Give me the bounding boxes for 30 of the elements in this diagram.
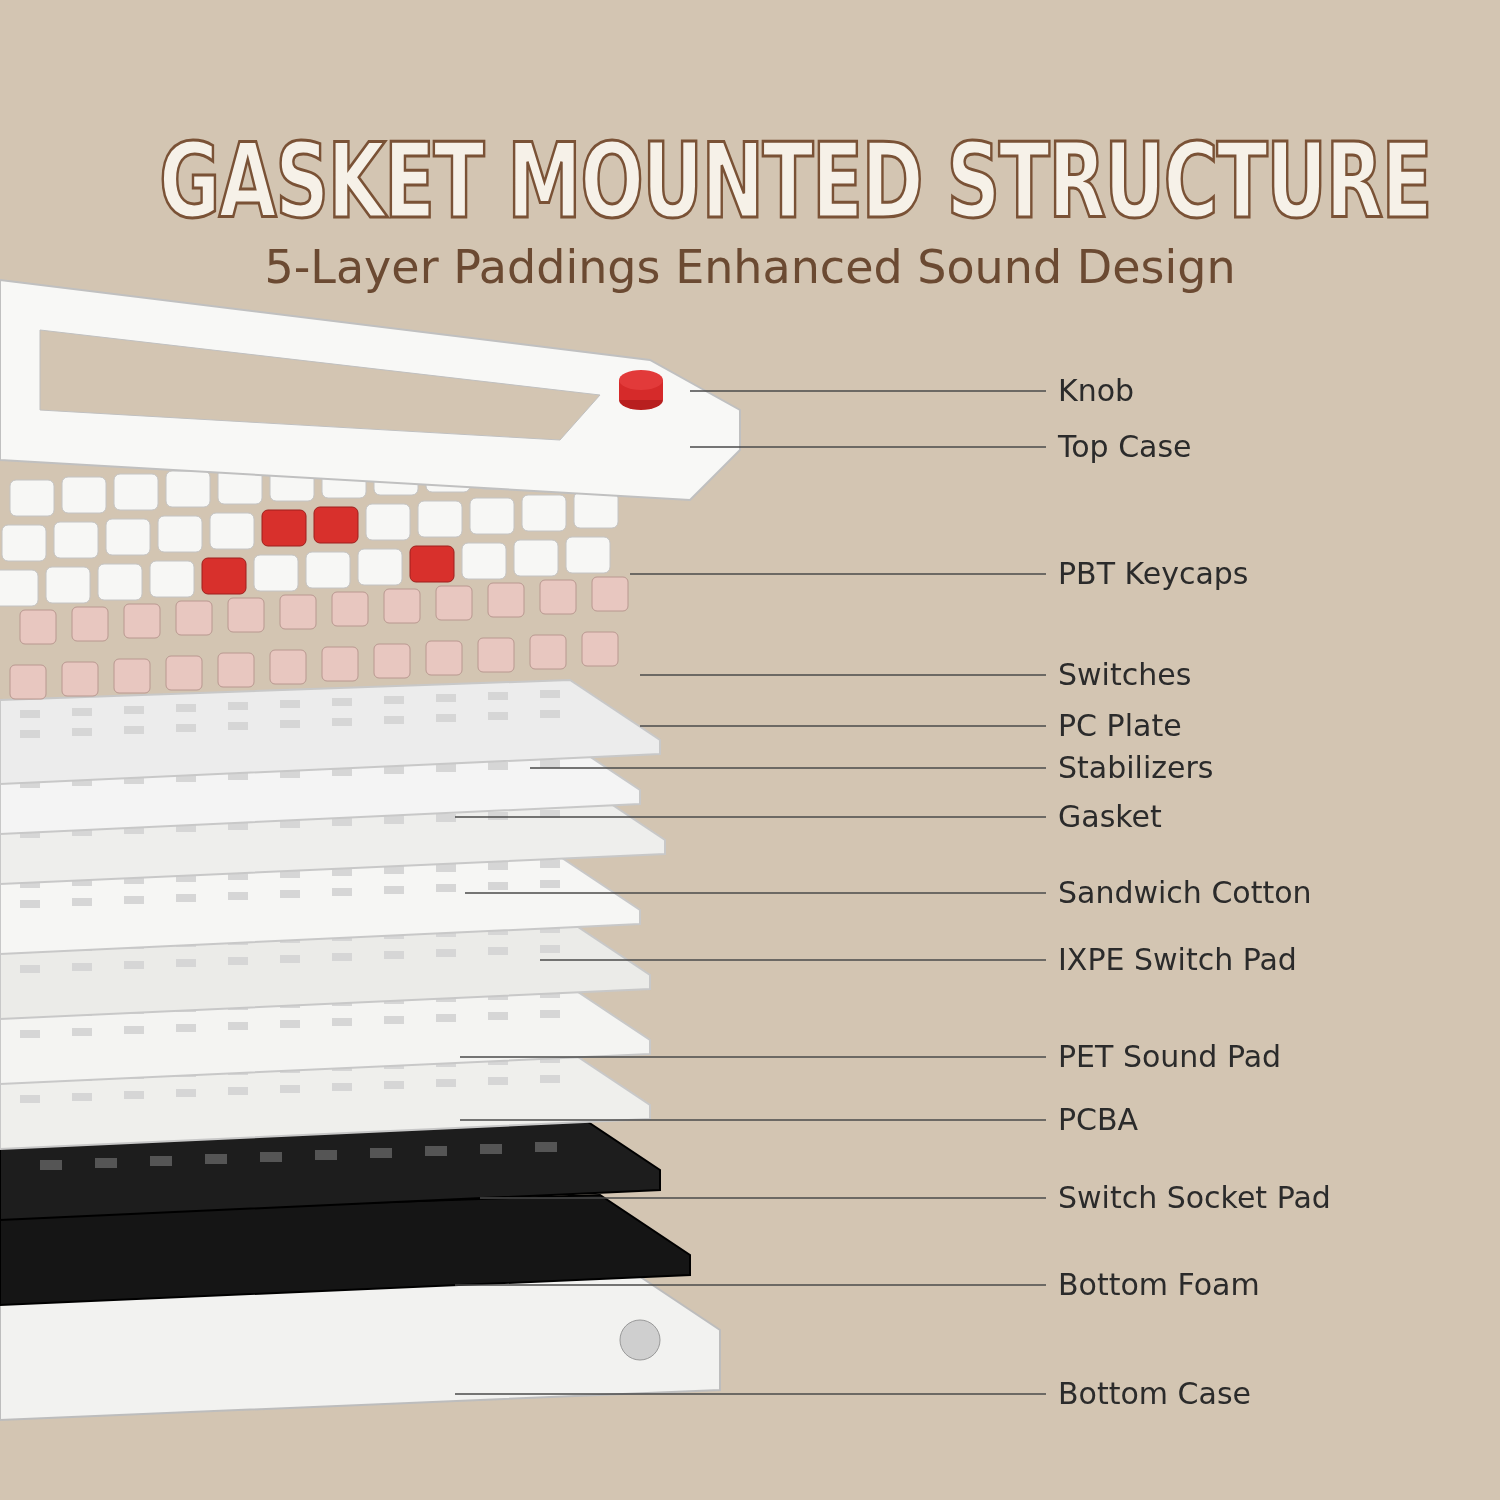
part-label: PBT Keycaps (1058, 556, 1249, 592)
leader-line (689, 390, 1047, 392)
leader-line (454, 1393, 1047, 1395)
part-label: Switch Socket Pad (1058, 1180, 1331, 1216)
leader-line (464, 892, 1047, 894)
part-label: IXPE Switch Pad (1058, 942, 1297, 978)
leader-line (529, 767, 1047, 769)
leader-line (539, 959, 1047, 961)
part-label: Bottom Case (1058, 1376, 1251, 1412)
leader-line (639, 725, 1047, 727)
leader-line (454, 1284, 1047, 1286)
part-label: Sandwich Cotton (1058, 875, 1312, 911)
part-label: Gasket (1058, 799, 1162, 835)
leader-line (629, 573, 1047, 575)
part-label: Stabilizers (1058, 750, 1214, 786)
leader-line (459, 1119, 1047, 1121)
subtitle: 5-Layer Paddings Enhanced Sound Design (264, 240, 1236, 294)
leader-line (479, 1197, 1047, 1199)
part-label: PC Plate (1058, 708, 1182, 744)
title: GASKET MOUNTED STRUCTURE (159, 124, 1432, 239)
part-label: PET Sound Pad (1058, 1039, 1282, 1075)
part-label: Bottom Foam (1058, 1267, 1260, 1303)
part-label: PCBA (1058, 1102, 1139, 1138)
part-label: Knob (1058, 373, 1135, 409)
leader-line (459, 1056, 1047, 1058)
leader-line (689, 446, 1047, 448)
leader-line (454, 816, 1047, 818)
part-label: Top Case (1058, 429, 1192, 465)
leader-line (639, 674, 1047, 676)
part-label: Switches (1058, 657, 1192, 693)
